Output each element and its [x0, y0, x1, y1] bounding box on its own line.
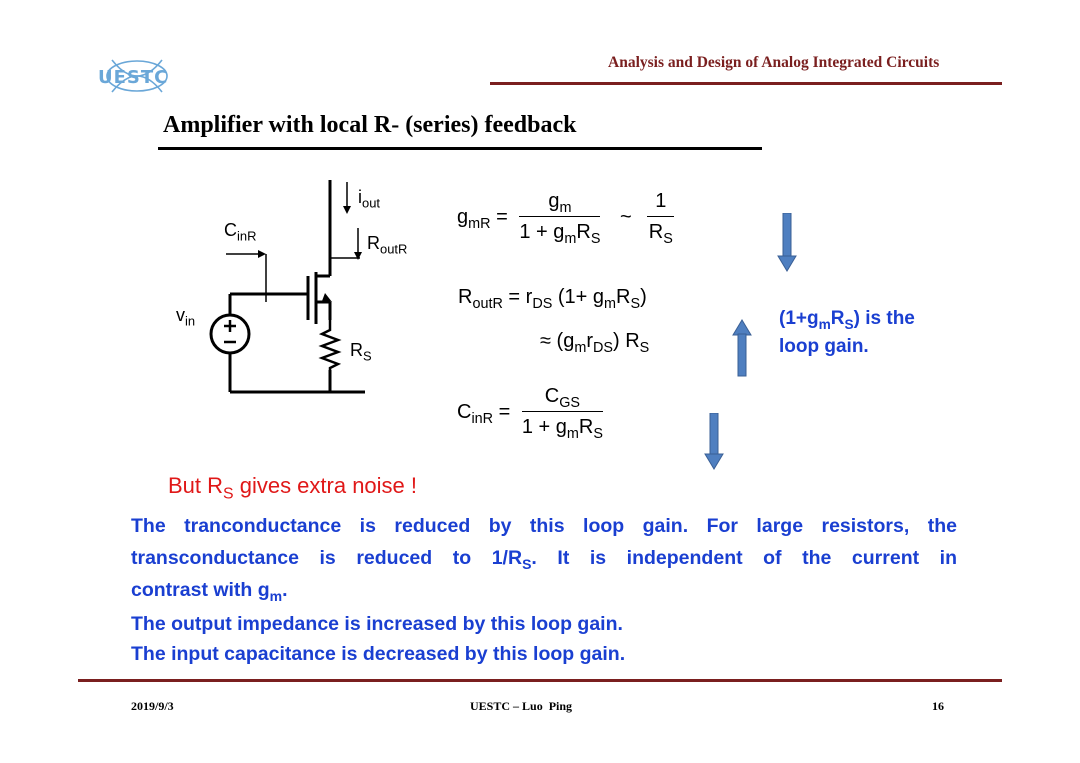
footer-rule — [78, 679, 1002, 682]
vin-label: vin — [176, 305, 196, 329]
rs-label: RS — [350, 340, 372, 364]
course-title: Analysis and Design of Analog Integrated… — [608, 54, 940, 71]
logo-text: UESTC — [98, 67, 169, 88]
noise-note: But RS gives extra noise ! — [168, 473, 418, 503]
gmr-approx-fraction: 1 RS — [647, 190, 675, 248]
slide-title: Amplifier with local R- (series) feedbac… — [163, 112, 577, 138]
approx-sign: ~ — [620, 205, 632, 228]
iout-label: iout — [358, 187, 381, 211]
footer-date: 2019/9/3 — [131, 699, 174, 713]
page-number: 16 — [932, 699, 944, 713]
uestc-logo: UESTC — [92, 50, 182, 112]
arrow-up-routr-icon — [732, 319, 752, 377]
routr-equation-line2: ≈ (gmrDS) RS — [540, 330, 650, 357]
body-paragraph-1-line2: transconductance is reduced to 1/RS. It … — [131, 547, 957, 572]
title-underline — [158, 147, 762, 150]
body-paragraph-1-line1: The tranconductance is reduced by this l… — [131, 515, 957, 537]
cinr-equation: CinR = CGS 1 + gmRS — [457, 385, 603, 443]
gmr-fraction: gm 1 + gmRS — [519, 190, 601, 248]
cinr-label: CinR — [224, 220, 257, 244]
routr-equation-line1: RoutR = rDS (1+ gmRS) — [458, 286, 647, 313]
loop-gain-note: (1+gmRS) is the loop gain. — [779, 305, 915, 361]
gmr-lhs: gmR = — [457, 205, 508, 232]
body-paragraph-2: The output impedance is increased by thi… — [131, 613, 623, 635]
header-rule — [490, 82, 1002, 85]
routr-label: RoutR — [367, 233, 408, 257]
arrow-down-gmr-icon — [777, 213, 797, 272]
body-paragraph-1-line3: contrast with gm. — [131, 579, 288, 604]
loop-gain-note-line1: (1+gmRS) is the — [779, 308, 915, 332]
gmr-equation: gmR = gm 1 + gmRS ~ 1 RS — [457, 190, 675, 248]
circuit-diagram — [209, 180, 365, 394]
body-paragraph-3: The input capacitance is decreased by th… — [131, 643, 626, 665]
footer-author: UESTC – Luo Ping — [470, 699, 573, 713]
arrow-down-cinr-icon — [704, 413, 724, 470]
loop-gain-note-line2: loop gain. — [779, 336, 869, 357]
